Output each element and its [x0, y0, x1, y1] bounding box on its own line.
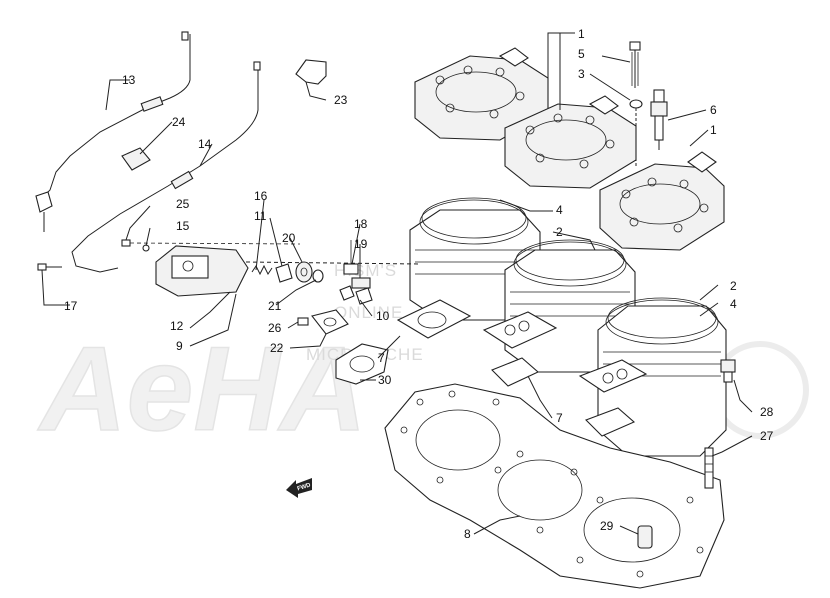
exhaust-flange-2 [482, 311, 558, 387]
watermark-line-2: ONLINE [334, 303, 403, 322]
callout-label: 23 [334, 93, 348, 107]
pump-bolt [121, 239, 131, 247]
callout-label: 2 [556, 225, 563, 239]
callout-label: 18 [354, 217, 368, 231]
spark-plug [650, 89, 668, 150]
washer-21 [312, 269, 324, 283]
callout-label: 25 [176, 197, 190, 211]
cylinder-head-front [599, 151, 725, 251]
throttle-cable-14 [71, 61, 261, 273]
callout-label: 6 [710, 103, 717, 117]
exhaust-flange-3 [578, 359, 648, 437]
forward-arrow-label: FWD [297, 482, 312, 492]
check-valve-10 [339, 285, 373, 305]
oil-pump [155, 245, 249, 297]
callout-label: 27 [760, 429, 774, 443]
fitting-19 [351, 277, 371, 289]
watermark-wheel [711, 341, 809, 439]
callouts: 1 5 3 6 1 13 23 24 14 4 2 2 4 16 11 20 1… [64, 27, 774, 541]
cylinder-head-rear [414, 47, 549, 141]
head-bolt [629, 41, 641, 88]
callout-label: 28 [760, 405, 774, 419]
callout-label: 24 [172, 115, 186, 129]
callout-label: 21 [268, 299, 282, 313]
callout-label: 4 [730, 297, 737, 311]
screw-17 [37, 263, 62, 271]
throttle-cable-13 [35, 31, 191, 232]
cylinder-head-center [504, 95, 637, 189]
assembly-line [245, 261, 421, 265]
callout-label: 16 [254, 189, 268, 203]
callout-label: 11 [254, 209, 267, 223]
dowel-pin [637, 525, 653, 549]
callout-label: 9 [176, 339, 183, 353]
watermark: AeHA HISM'S ONLINE MICROFICHE [36, 261, 809, 457]
head-washer [629, 99, 643, 109]
callout-label: 19 [354, 237, 368, 251]
clip-11 [275, 263, 293, 283]
cylinder-stud [704, 447, 714, 489]
callout-label: 10 [376, 309, 390, 323]
callout-label: 8 [464, 527, 471, 541]
callout-label: 1 [578, 27, 585, 41]
callout-label: 12 [170, 319, 184, 333]
gasket-22 [311, 309, 349, 335]
callout-label: 13 [122, 73, 136, 87]
callout-label: 5 [578, 47, 585, 61]
fitting-18 [343, 240, 359, 275]
callout-label: 22 [270, 341, 284, 355]
callout-label: 17 [64, 299, 78, 313]
bracket-23 [295, 59, 327, 85]
callout-label: 15 [176, 219, 190, 233]
watermark-brand: AeHA [37, 322, 367, 456]
callout-label: 29 [600, 519, 614, 533]
leader-lines [41, 32, 753, 535]
callout-label: 14 [198, 137, 212, 151]
callout-label: 7 [378, 351, 385, 365]
cable-clip-24 [121, 147, 151, 171]
callout-label: 26 [268, 321, 282, 335]
spring-16 [251, 264, 273, 276]
callout-label: 20 [282, 231, 296, 245]
gear-20 [295, 261, 313, 283]
exhaust-flange-1 [396, 299, 472, 339]
callout-label: 3 [578, 67, 585, 81]
callout-label: 30 [378, 373, 392, 387]
callout-label: 7 [556, 411, 563, 425]
callout-label: 4 [556, 203, 563, 217]
forward-arrow-icon: FWD [286, 478, 312, 498]
callout-label: 1 [710, 123, 717, 137]
gasket-30 [335, 343, 389, 385]
stud-nut [720, 359, 736, 383]
callout-label: 2 [730, 279, 737, 293]
screw-26 [297, 317, 309, 326]
